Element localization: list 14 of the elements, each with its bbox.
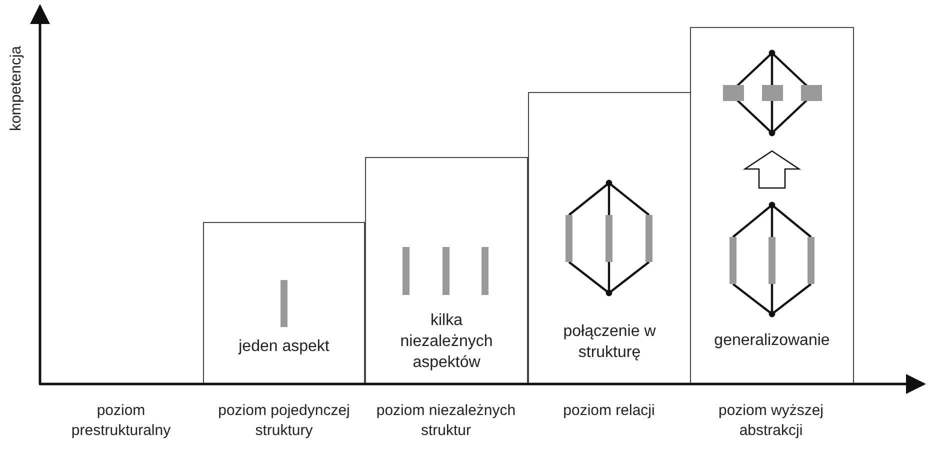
level-description: kilka niezależnych aspektów (399, 311, 494, 373)
level-name: poziom pojedynczej struktury (217, 401, 351, 441)
axis-label: kompetencja (6, 44, 26, 134)
level-description: połączenie w strukturę (562, 322, 657, 363)
level-description: jeden aspekt (237, 337, 330, 357)
level-box (528, 92, 691, 384)
level-box (203, 222, 365, 384)
level-box (365, 157, 528, 384)
level-name: poziom relacji (562, 401, 656, 421)
level-name: poziom niezależnych struktur (375, 401, 517, 441)
level-name: poziom wyższej abstrakcji (717, 401, 825, 441)
level-box (690, 27, 854, 384)
level-description: generalizowanie (713, 331, 831, 351)
level-name: poziom prestrukturalny (70, 401, 172, 441)
